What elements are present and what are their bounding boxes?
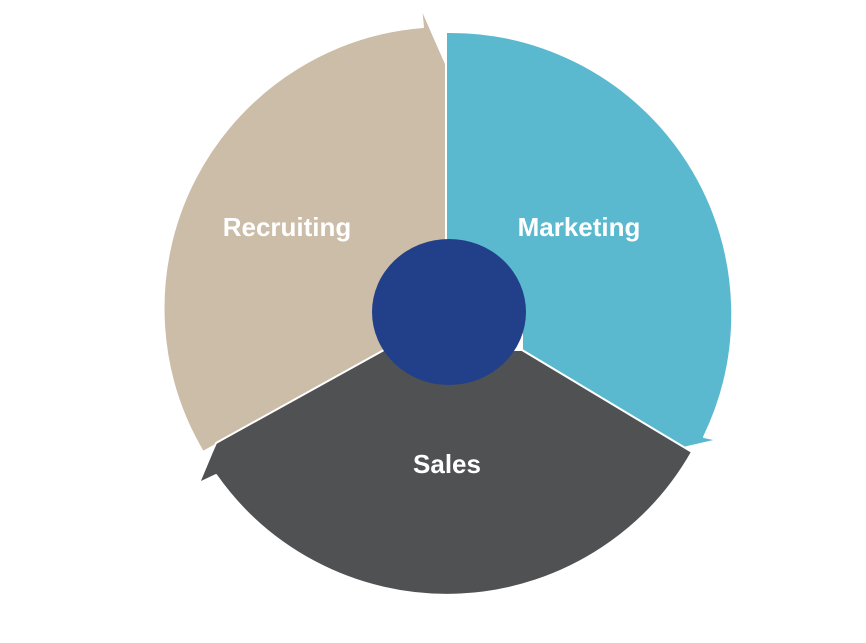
segment-marketing-label: Marketing — [518, 212, 641, 242]
segment-recruiting-label: Recruiting — [223, 212, 352, 242]
segment-marketing-shape — [445, 30, 734, 449]
segment-recruiting: Recruiting — [162, 6, 447, 453]
segment-sales: Sales — [198, 349, 693, 596]
center-hub — [372, 239, 526, 385]
segment-recruiting-shape — [162, 6, 447, 453]
segment-sales-shape — [198, 349, 693, 596]
segment-sales-label: Sales — [413, 449, 481, 479]
segment-marketing: Marketing — [445, 30, 734, 449]
